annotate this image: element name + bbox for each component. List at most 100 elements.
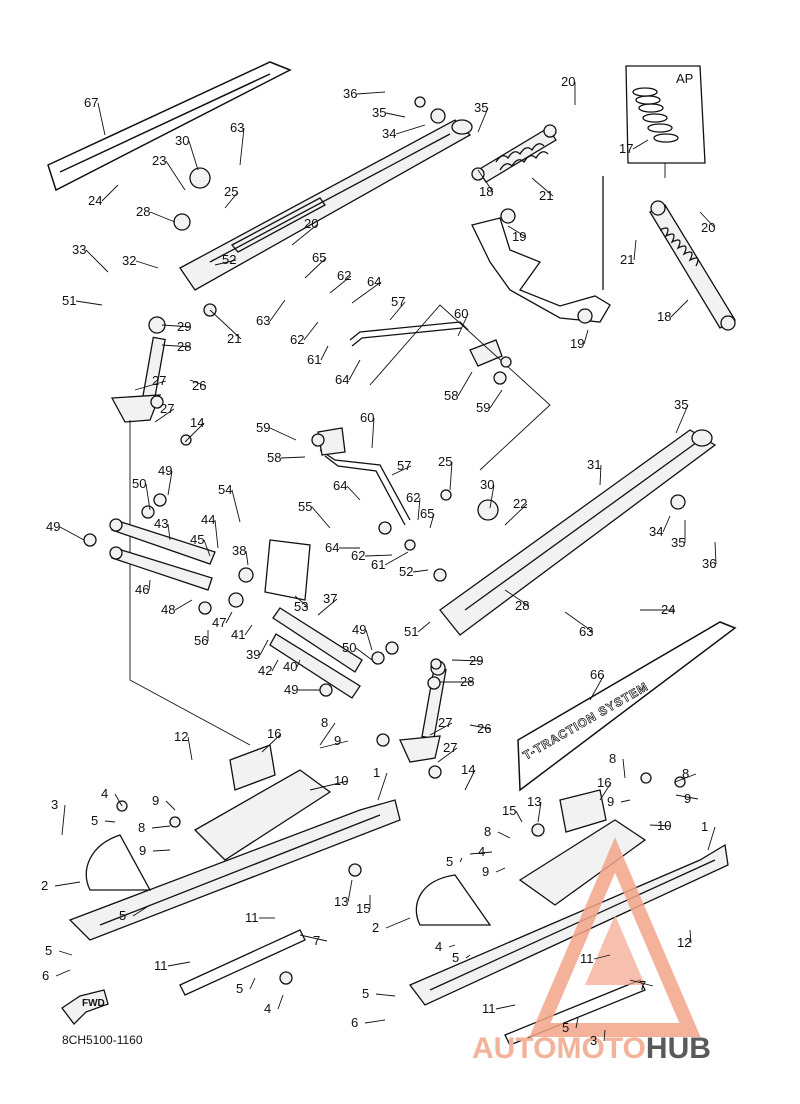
callout-label-c23: 23 <box>152 153 166 168</box>
leader-line-c6a <box>55 969 71 977</box>
leader-line-c62a <box>329 275 352 294</box>
callout-label-c6a: 6 <box>42 968 49 983</box>
callout-label-c34a: 34 <box>382 126 396 141</box>
leader-line-c14a <box>184 422 205 443</box>
spring-17 <box>632 87 679 143</box>
leader-line-c7a <box>299 934 328 942</box>
callout-label-c35a: 35 <box>372 105 386 120</box>
spindle-26-left <box>110 316 166 423</box>
callout-label-c49a: 49 <box>158 463 172 478</box>
callout-label-c27b: 27 <box>160 401 174 416</box>
callout-label-c27c: 27 <box>438 715 452 730</box>
callout-label-c38: 38 <box>232 543 246 558</box>
callout-label-c18a: 18 <box>479 184 493 199</box>
callout-label-c29a: 29 <box>177 319 191 334</box>
leader-line-c42 <box>271 659 279 672</box>
callout-label-c14a: 14 <box>190 415 204 430</box>
callout-label-c48: 48 <box>161 602 175 617</box>
shock-absorber-18-top <box>471 124 557 183</box>
rod-57-middle <box>319 449 411 521</box>
callout-label-c10b: 10 <box>657 818 671 833</box>
callout-label-c45: 45 <box>190 532 204 547</box>
leader-line-c27c <box>429 722 453 736</box>
leader-line-c36a <box>356 91 386 95</box>
leader-line-c57a <box>389 301 406 321</box>
leader-line-c11d <box>495 1004 516 1010</box>
callout-label-c22: 22 <box>513 496 527 511</box>
callout-label-c5h: 5 <box>562 1020 569 1035</box>
callout-label-c65b: 65 <box>420 506 434 521</box>
leader-line-c22 <box>504 503 528 526</box>
leader-line-c62d <box>364 554 393 557</box>
callout-label-c5g: 5 <box>362 986 369 1001</box>
watermark-part1: AUTO <box>472 1032 556 1065</box>
leader-line-c3b <box>603 1029 606 1042</box>
callout-label-c14b: 14 <box>461 762 475 777</box>
callout-label-c8c: 8 <box>682 766 689 781</box>
callout-label-c8e: 8 <box>484 824 491 839</box>
callout-label-c59b: 59 <box>256 420 270 435</box>
decal-67 <box>47 61 292 192</box>
callout-label-c5a: 5 <box>91 813 98 828</box>
leader-line-c19a <box>507 225 527 238</box>
leader-line-c25b <box>449 461 453 491</box>
callout-label-c11b: 11 <box>154 958 168 973</box>
leader-line-c46 <box>148 579 151 591</box>
callout-label-c49d: 49 <box>284 682 298 697</box>
callout-label-c30a: 30 <box>175 133 189 148</box>
leader-line-c40 <box>296 659 301 668</box>
hardware <box>83 96 686 985</box>
leader-line-c52b <box>412 569 429 573</box>
callout-label-c10a: 10 <box>334 773 348 788</box>
leader-line-c5c <box>132 904 151 917</box>
leader-line-c7b <box>629 979 654 987</box>
leader-line-c64b <box>348 359 361 381</box>
leader-line-c25a <box>224 191 239 209</box>
leader-line-c35b <box>477 107 489 133</box>
callout-label-c53: 53 <box>294 599 308 614</box>
callout-label-c62a: 62 <box>337 268 351 283</box>
callout-label-c13b: 13 <box>334 894 348 909</box>
watermark-part3: HUB <box>646 1032 711 1065</box>
leader-line-c61b <box>384 551 409 566</box>
leader-line-c59a <box>489 389 503 409</box>
leader-line-c4c <box>448 944 456 948</box>
leader-line-c9f <box>495 867 506 873</box>
leader-line-c28b <box>161 344 192 348</box>
callout-label-c62b: 62 <box>290 332 304 347</box>
watermark-part2: MOTO <box>556 1032 645 1065</box>
callout-label-c3b: 3 <box>590 1033 597 1048</box>
leader-line-c48 <box>174 599 193 611</box>
leader-line-c33 <box>85 249 109 273</box>
callout-label-c18b: 18 <box>657 309 671 324</box>
callout-label-c58a: 58 <box>444 388 458 403</box>
callout-label-c64c: 64 <box>333 478 347 493</box>
leader-line-c18b <box>670 299 689 318</box>
leader-line-c65a <box>304 257 327 279</box>
leader-line-c53 <box>294 595 309 608</box>
leader-line-c5e <box>465 954 471 959</box>
callout-label-c64b: 64 <box>335 372 349 387</box>
leader-line-c3a <box>61 804 66 836</box>
leader-line-c12b <box>689 929 692 944</box>
callout-label-c9a: 9 <box>334 733 341 748</box>
leader-line-c63b <box>269 299 286 322</box>
callout-label-c3a: 3 <box>51 797 58 812</box>
callout-label-c11a: 11 <box>245 910 259 925</box>
callout-label-c13a: 13 <box>527 794 541 809</box>
leader-line-c10a <box>309 780 349 791</box>
callout-label-c42: 42 <box>258 663 272 678</box>
callout-label-c27a: 27 <box>152 373 166 388</box>
callout-label-c33: 33 <box>72 242 86 257</box>
decal-66-text: T-TRACTION SYSTEM <box>521 679 651 762</box>
callout-label-c25a: 25 <box>224 184 238 199</box>
callout-label-c17: 17 <box>619 141 633 156</box>
callout-label-c9b: 9 <box>152 793 159 808</box>
callout-label-c39: 39 <box>246 647 260 662</box>
leader-line-c65b <box>429 513 435 529</box>
callout-label-c24a: 24 <box>88 193 102 208</box>
leader-line-c49b <box>59 526 85 541</box>
leader-line-c27d <box>437 747 458 763</box>
leader-line-c23 <box>165 160 186 191</box>
leader-line-c67 <box>97 102 106 136</box>
